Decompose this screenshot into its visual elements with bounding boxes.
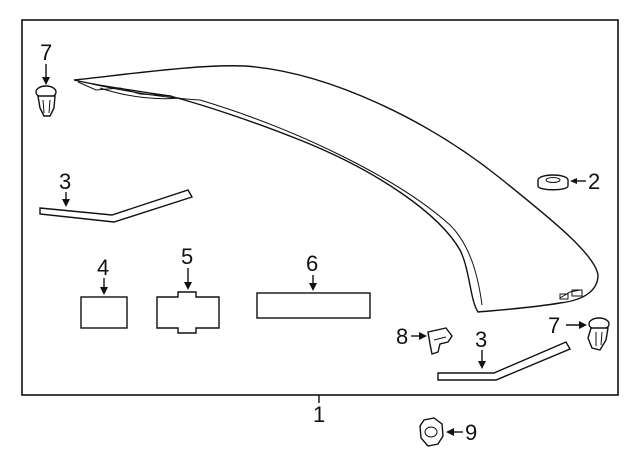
callout-8: 8 [396,324,408,349]
push-clip-icon [35,85,57,117]
callout-6: 6 [306,251,318,276]
leader-7b [566,321,587,329]
leader-3a [62,192,70,207]
callout-5: 5 [181,244,193,269]
tape-pad-icon [80,296,128,329]
tape-pad-icon [156,291,220,334]
push-clip-icon [587,317,610,351]
leader-4 [100,278,108,295]
leader-8 [411,332,427,340]
callout-7a: 7 [40,40,52,65]
tape-strip-icon [256,292,371,319]
leader-3b [478,350,486,369]
seal-strip-icon [437,341,572,381]
callout-9: 9 [465,420,477,445]
callout-2: 2 [588,169,600,194]
leader-9 [446,428,463,436]
spoiler-icon [73,65,599,313]
leader-6 [309,275,317,291]
nut-icon [419,417,444,447]
callout-7b: 7 [548,313,560,338]
callout-4: 4 [97,255,109,280]
grommet-icon [537,174,569,191]
leader-5 [184,268,192,290]
callout-3b: 3 [475,327,487,352]
leader-7a [42,64,50,85]
callout-1: 1 [313,402,325,427]
bracket-icon [427,327,453,355]
leader-2 [570,178,586,184]
callout-3a: 3 [59,169,71,194]
seal-strip-icon [39,189,194,223]
